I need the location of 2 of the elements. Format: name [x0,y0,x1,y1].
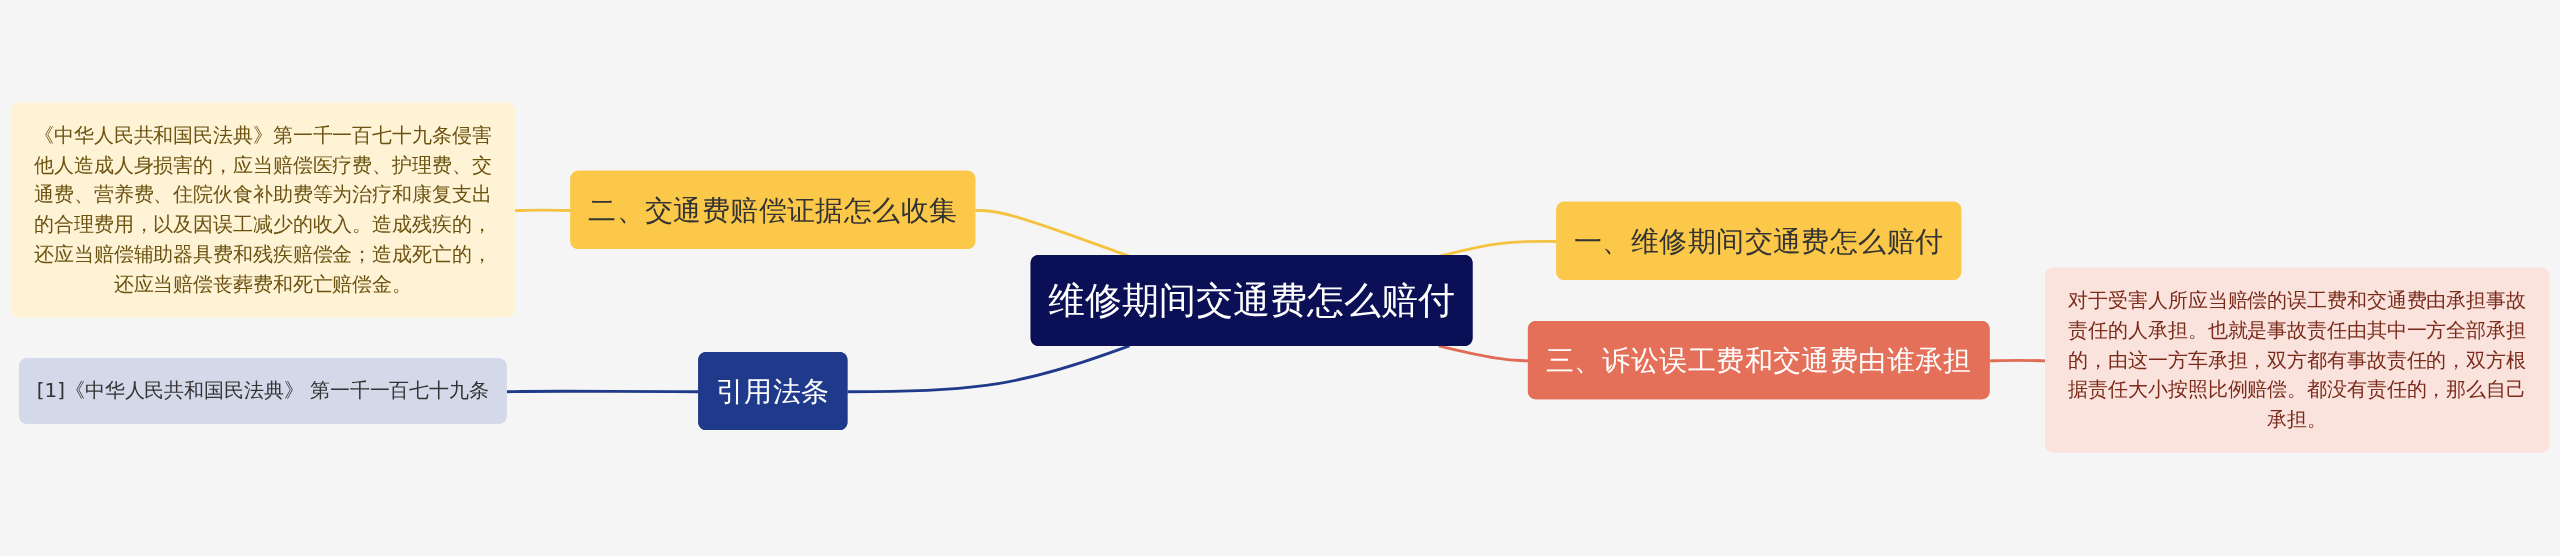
connector [847,345,1130,394]
connector [514,209,572,213]
